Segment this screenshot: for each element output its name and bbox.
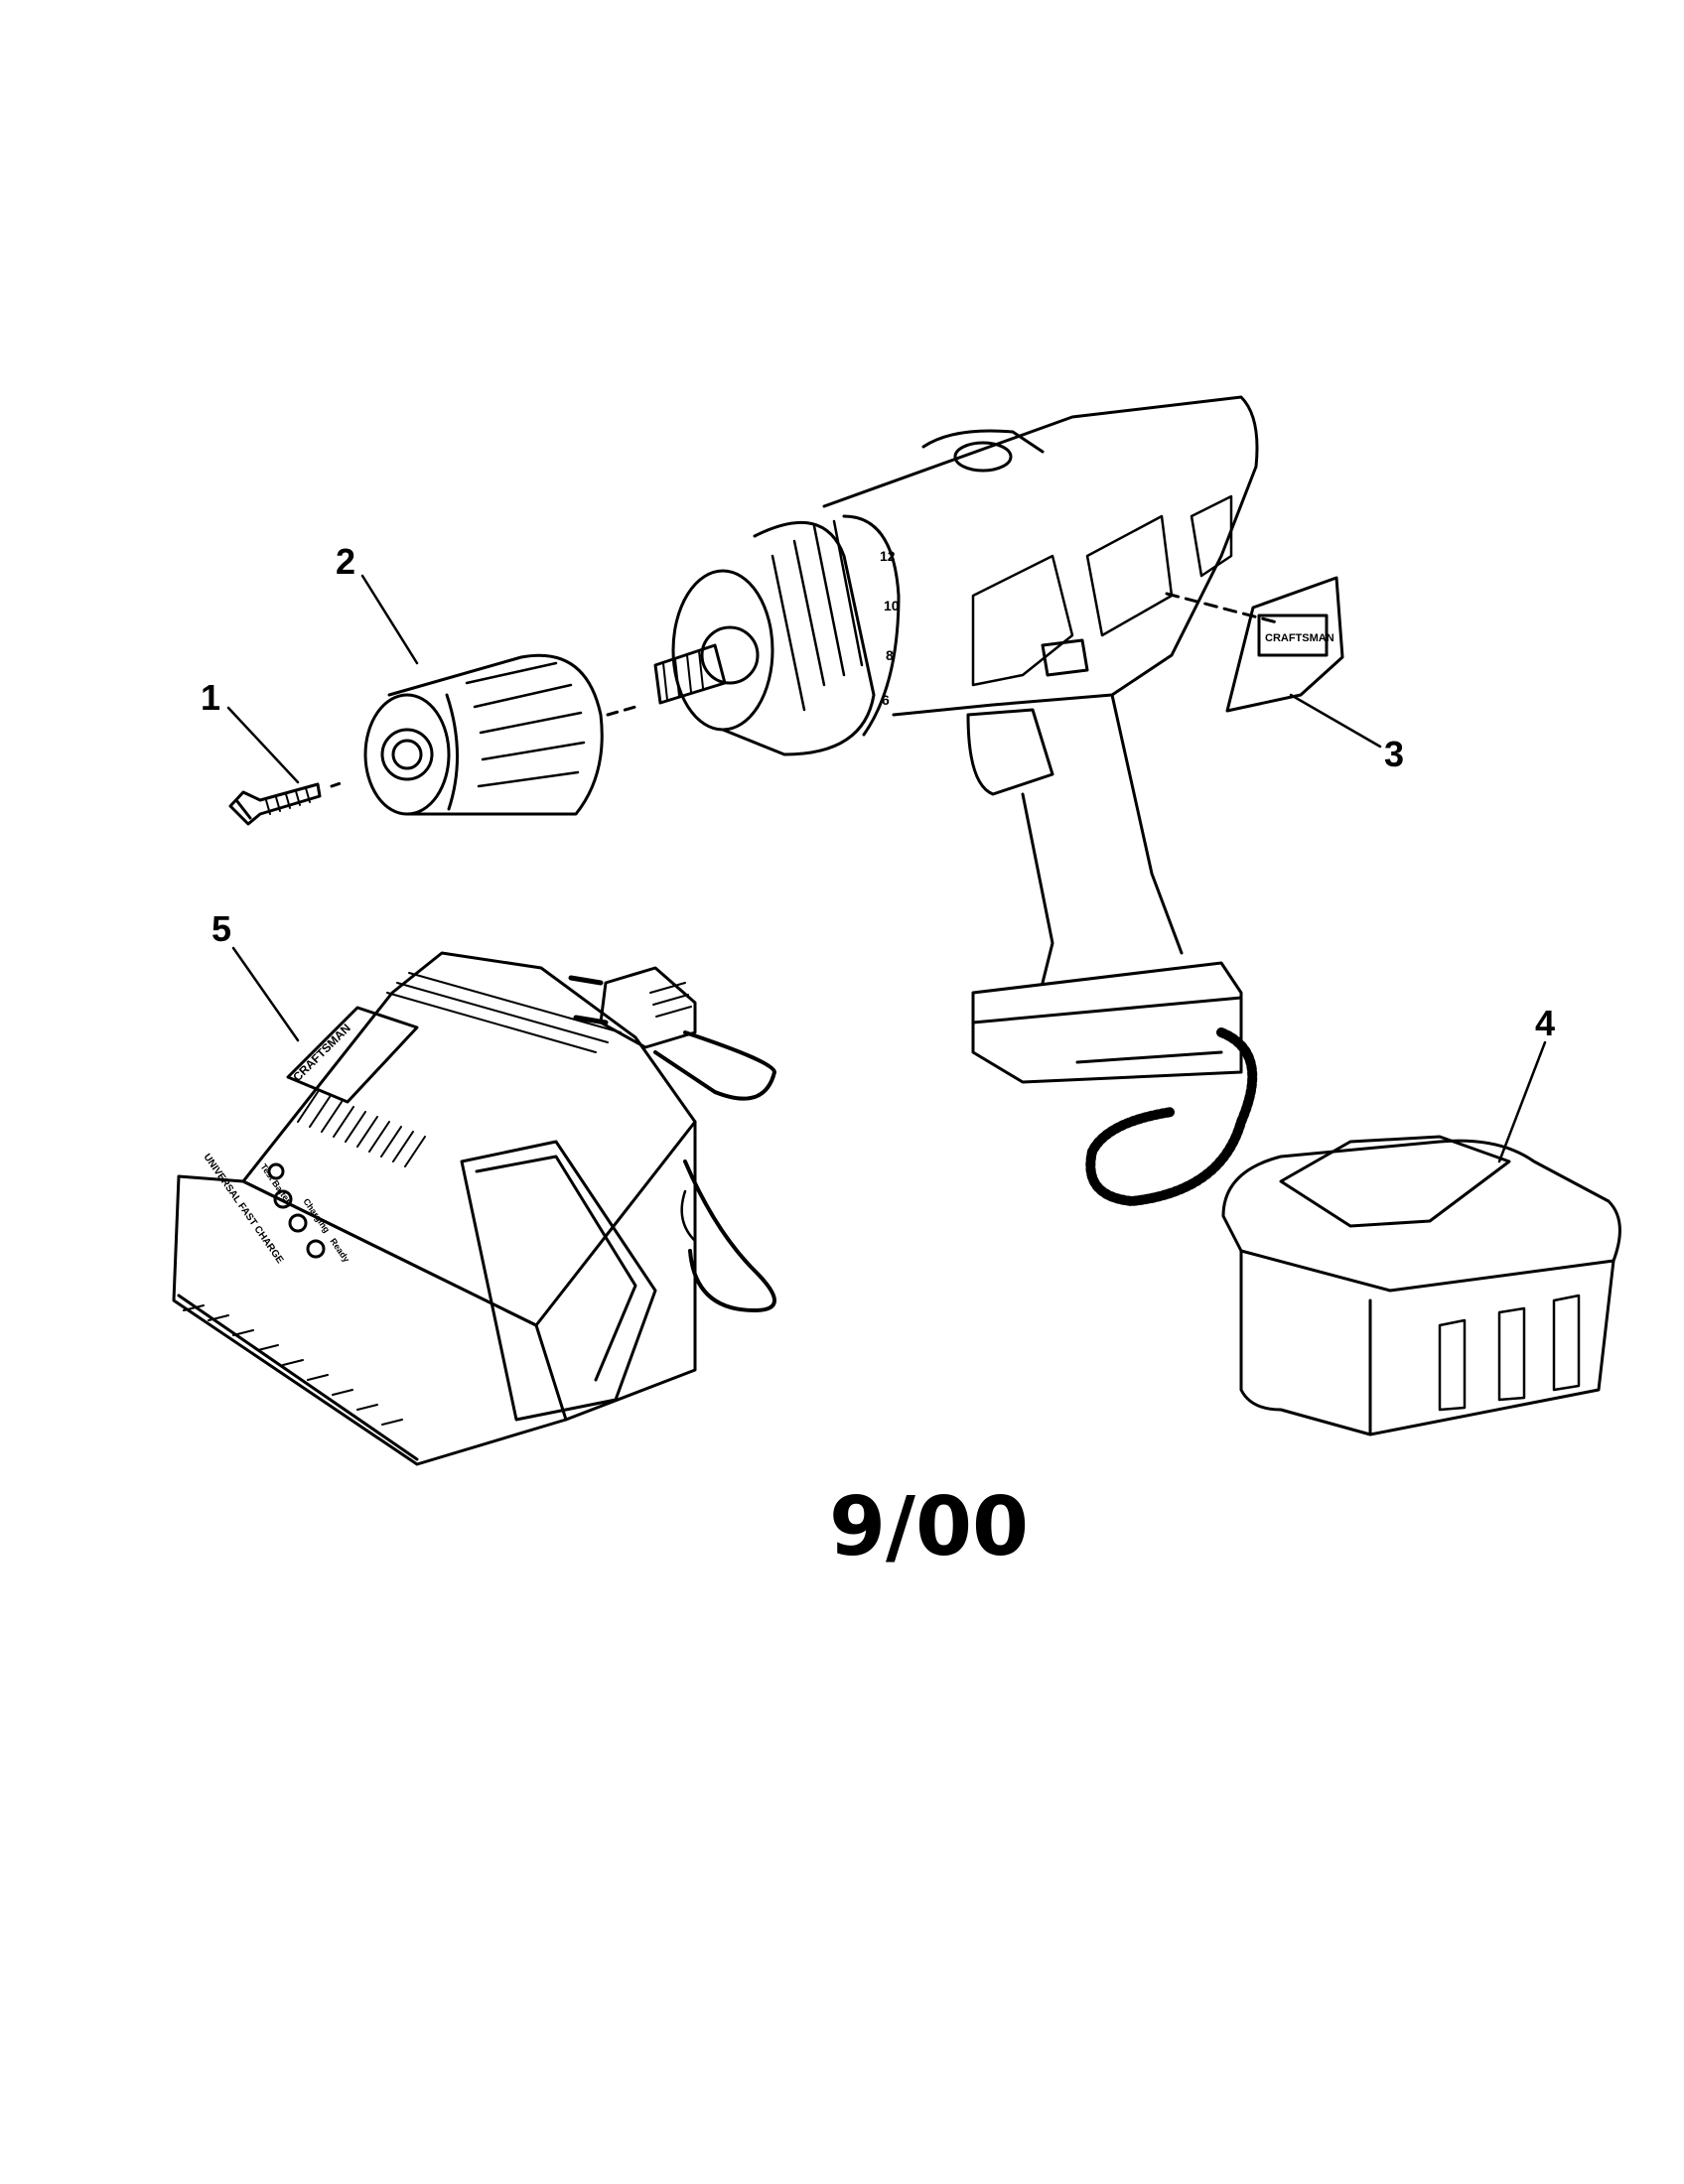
date-code: 9/00 [829,1480,1030,1574]
battery-part-4 [1221,1040,1621,1436]
clutch-setting-1: 6 [882,692,890,708]
charger-indicator-3: Ready [328,1236,351,1264]
clutch-setting-2: 8 [886,647,894,663]
clutch-setting-3: 10 [884,598,900,614]
chuck-part-2 [360,574,637,816]
charger-indicator-2: Charging [301,1196,332,1234]
callout-part-1: 1 [201,677,221,718]
callout-part-3: 3 [1384,734,1405,774]
callout-part-2: 2 [336,541,356,582]
callout-part-4: 4 [1535,1003,1556,1043]
brand-badge-text: CRAFTSMAN [1265,632,1334,644]
callout-part-5: 5 [211,908,232,949]
label-part-3 [1165,576,1382,749]
charger-part-5 [172,946,776,1466]
clutch-setting-4: 12 [880,548,896,564]
drill-body [653,395,1259,1206]
screw-part-1 [226,706,346,826]
